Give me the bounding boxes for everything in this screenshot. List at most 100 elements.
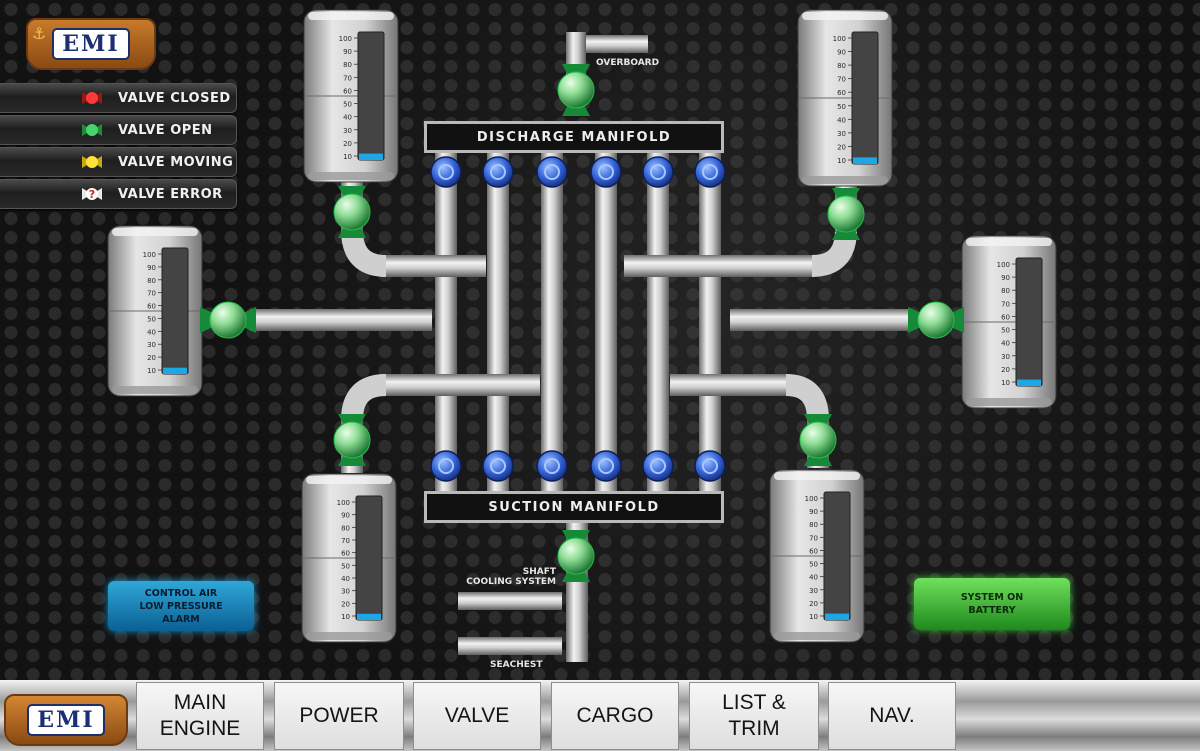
manifold-pipe <box>647 153 669 493</box>
tank-scale-label: 30 <box>343 127 352 135</box>
manifold-valve[interactable] <box>536 156 568 188</box>
tank-scale-label: 50 <box>341 562 350 570</box>
svg-text:?: ? <box>89 188 95 201</box>
tank-scale-label: 50 <box>147 315 156 323</box>
tank-scale-label: 70 <box>809 534 818 542</box>
tank-scale-label: 30 <box>147 341 156 349</box>
tank-scale-label: 30 <box>809 587 818 595</box>
manifold-valve[interactable] <box>694 450 726 482</box>
discharge-manifold: DISCHARGE MANIFOLD <box>424 121 724 153</box>
tank-level <box>825 613 849 620</box>
tank-scale-label: 70 <box>341 537 350 545</box>
tank-scale-label: 70 <box>837 76 846 84</box>
legend-label: VALVE OPEN <box>118 122 213 138</box>
tank-scale-label: 10 <box>343 153 352 161</box>
tank-scale-label: 10 <box>1001 379 1010 387</box>
tank-scale-label: 20 <box>809 600 818 608</box>
legend-valve-error: ? VALVE ERROR <box>0 179 237 209</box>
manifold-valve[interactable] <box>642 156 674 188</box>
manifold-valve[interactable] <box>590 450 622 482</box>
tank-scale-label: 20 <box>147 354 156 362</box>
tank-scale-label: 40 <box>809 574 818 582</box>
manifold-valve[interactable] <box>482 450 514 482</box>
nav-cargo-button[interactable]: CARGO <box>551 682 679 750</box>
nav-power-button[interactable]: POWER <box>274 682 404 750</box>
tank-scale-label: 50 <box>809 561 818 569</box>
open-valve[interactable] <box>333 186 371 238</box>
tank-scale-label: 100 <box>997 261 1010 269</box>
manifold-valve[interactable] <box>590 156 622 188</box>
open-valve[interactable] <box>908 301 964 339</box>
legend-label: VALVE CLOSED <box>118 90 231 106</box>
tank-scale-label: 50 <box>1001 327 1010 335</box>
tank-scale-label: 20 <box>341 600 350 608</box>
manifold-valves <box>430 156 726 482</box>
open-valve[interactable] <box>333 414 371 466</box>
manifold-valve[interactable] <box>430 156 462 188</box>
question-valve-icon: ? <box>80 186 104 202</box>
tank-scale-label: 90 <box>809 508 818 516</box>
tank-scale-label: 90 <box>343 48 352 56</box>
tank-scale-label: 60 <box>837 89 846 97</box>
tank-scale-label: 80 <box>1001 287 1010 295</box>
anchor-icon: ⚓ <box>32 24 47 43</box>
nav-emi-logo[interactable]: EMI <box>4 694 128 746</box>
open-valve[interactable] <box>827 188 865 240</box>
tank-scale-label: 90 <box>341 512 350 520</box>
tanks: 100 90 80 70 60 50 40 30 20 10 100 90 80 70 60 50 40 30 20… <box>107 9 1057 643</box>
legend-valve-moving: VALVE MOVING <box>0 147 237 177</box>
tank-level <box>1017 379 1041 386</box>
tank-scale-label: 90 <box>147 264 156 272</box>
open-valve[interactable] <box>799 414 837 466</box>
tank-scale-label: 10 <box>147 367 156 375</box>
tank-scale-label: 70 <box>343 74 352 82</box>
pipe-diagram: 100 90 80 70 60 50 40 30 20 10 100 90 80 70 60 50 40 30 20… <box>107 9 1057 662</box>
tank-scale-label: 60 <box>341 550 350 558</box>
manifold-valve[interactable] <box>642 450 674 482</box>
branch-pipes <box>250 32 912 662</box>
tank-scale-label: 60 <box>1001 313 1010 321</box>
manifold-valve[interactable] <box>536 450 568 482</box>
tank-scale-label: 60 <box>343 87 352 95</box>
tank-scale-label: 90 <box>837 49 846 57</box>
tank-scale-label: 100 <box>805 495 818 503</box>
tank-scale-label: 80 <box>809 521 818 529</box>
tank-level <box>163 367 187 374</box>
nav-list-trim-button[interactable]: LIST &TRIM <box>689 682 819 750</box>
tank-scale-label: 60 <box>147 303 156 311</box>
tank-scale-label: 60 <box>809 547 818 555</box>
tank-scale-label: 40 <box>341 575 350 583</box>
tank-scale-label: 80 <box>341 524 350 532</box>
nav-valve-button[interactable]: VALVE <box>413 682 541 750</box>
tank-scale-label: 70 <box>1001 300 1010 308</box>
tank-scale-label: 50 <box>343 101 352 109</box>
manifold-pipes <box>435 153 721 493</box>
open-valve[interactable] <box>557 64 595 116</box>
manifold-valve[interactable] <box>482 156 514 188</box>
tank-scale-label: 80 <box>343 61 352 69</box>
tank-scale-label: 40 <box>343 114 352 122</box>
manifold-pipe <box>595 153 617 493</box>
legend-label: VALVE ERROR <box>118 186 223 202</box>
open-valve[interactable] <box>557 530 595 582</box>
tank-scale-label: 30 <box>341 588 350 596</box>
emi-logo: ⚓ EMI <box>26 18 156 70</box>
open-valve[interactable] <box>200 301 256 339</box>
tank-level <box>853 157 877 164</box>
legend-valve-open: VALVE OPEN <box>0 115 237 145</box>
open-valves <box>200 64 964 582</box>
tank-scale-label: 90 <box>1001 274 1010 282</box>
manifold-valve[interactable] <box>430 450 462 482</box>
tank-scale-label: 70 <box>147 290 156 298</box>
manifold-valve[interactable] <box>694 156 726 188</box>
nav-nav-button[interactable]: NAV. <box>828 682 956 750</box>
